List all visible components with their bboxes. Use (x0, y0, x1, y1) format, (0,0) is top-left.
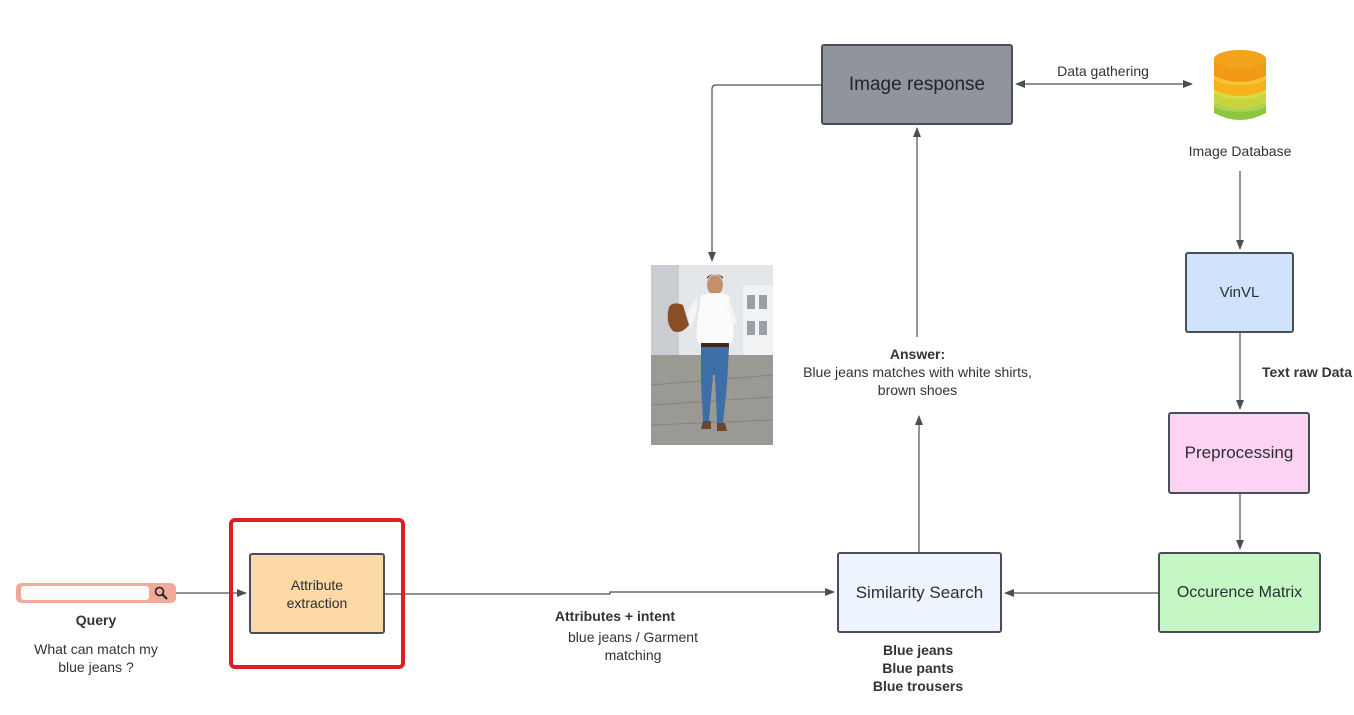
similar-term: Blue jeans (882, 642, 954, 658)
similar-terms: Blue jeans Blue pants Blue trousers (838, 641, 998, 695)
answer-title: Answer: (889, 346, 946, 362)
occurence-matrix-node[interactable]: Occurence Matrix (1158, 552, 1321, 633)
preprocessing-label: Preprocessing (1184, 443, 1294, 462)
answer-line: Blue jeans matches with white shirts, (803, 364, 1032, 380)
search-input[interactable] (21, 586, 149, 600)
vinvl-node[interactable]: VinVL (1185, 252, 1294, 333)
man-in-blue-jeans-photo (651, 265, 773, 445)
query-search-bar[interactable] (16, 583, 176, 603)
database-icon (1214, 50, 1266, 120)
text-raw-data-label: Text raw Data (1262, 364, 1352, 380)
image-response-label: Image response (848, 73, 986, 95)
similar-term: Blue trousers (872, 678, 964, 694)
query-text-line: blue jeans ? (58, 659, 134, 675)
attributes-intent-line: matching (604, 647, 662, 663)
similar-term: Blue pants (882, 660, 954, 676)
search-icon[interactable] (153, 585, 169, 601)
highlight-frame (229, 518, 405, 669)
preprocessing-node[interactable]: Preprocessing (1168, 412, 1310, 494)
attribute-extraction-label: Attribute (290, 576, 344, 593)
attributes-intent-line: blue jeans / Garment (568, 629, 698, 645)
answer-block: Answer: Blue jeans matches with white sh… (780, 345, 1055, 399)
query-label: Query (75, 612, 117, 628)
vinvl-label: VinVL (1219, 284, 1260, 301)
similarity-search-node[interactable]: Similarity Search (837, 552, 1002, 633)
arrow-attribute-to-similarity (385, 588, 835, 596)
answer-line: brown shoes (877, 382, 958, 398)
image-response-node[interactable]: Image response (821, 44, 1013, 125)
similarity-search-label: Similarity Search (855, 582, 984, 602)
occurence-matrix-label: Occurence Matrix (1176, 583, 1303, 601)
attributes-intent-title: Attributes + intent (554, 608, 676, 624)
query-text-line: What can match my (34, 641, 158, 657)
arrow-response-to-photo (708, 84, 821, 262)
attribute-extraction-label: extraction (286, 594, 348, 611)
attributes-intent-block: Attributes + intent blue jeans / Garment… (520, 607, 710, 664)
query-text: What can match my blue jeans ? (16, 640, 176, 676)
image-database-label: Image Database (1188, 143, 1292, 159)
data-gathering-label: Data gathering (1057, 63, 1149, 79)
attribute-extraction-node[interactable]: Attribute extraction (249, 553, 385, 634)
